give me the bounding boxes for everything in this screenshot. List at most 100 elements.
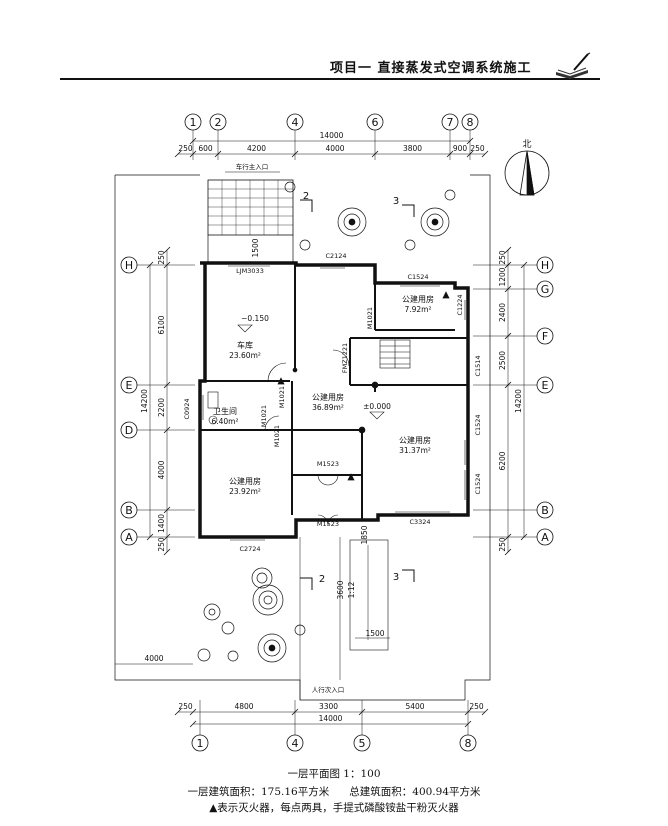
- dim-top-seg-text: 250: [178, 144, 193, 153]
- dim-top-seg-tick: [214, 150, 222, 158]
- room-name: 公建用房: [402, 294, 434, 304]
- axis-top-2: 2: [209, 113, 227, 131]
- axis-bottom-4-label: 4: [292, 737, 299, 750]
- opening-tag: LJM3033: [236, 267, 264, 275]
- dim-top-total-text: 14000: [320, 131, 344, 140]
- axis-bottom-1: 1: [191, 734, 209, 752]
- dim-top-seg-tick: [291, 150, 299, 158]
- dim-misc: 1500: [365, 629, 384, 638]
- book-pen-icon: [556, 52, 591, 79]
- first-floor-area: 一层建筑面积：175.16平方米: [187, 786, 330, 798]
- axis-right-H-label: H: [541, 259, 549, 272]
- axis-right-B: B: [536, 501, 554, 519]
- axis-right-B-label: B: [541, 504, 549, 517]
- dim-bottom-seg-text: 250: [469, 702, 484, 711]
- dim-top-total-tick: [466, 137, 474, 145]
- dim-left-total-text: 14200: [140, 389, 149, 413]
- dim-left-seg-tick: [163, 426, 171, 434]
- opening-tag: M1523: [317, 520, 339, 528]
- dim-left-seg-text: 250: [157, 250, 166, 265]
- section-mark-top-2: 2: [303, 191, 309, 202]
- axis-top-8-label: 8: [467, 116, 474, 129]
- room-area: 23.60m²: [229, 351, 261, 360]
- dim-right-total-tick: [520, 261, 528, 269]
- dim-top-seg-tick: [466, 150, 474, 158]
- dim-top-seg-text: 4200: [247, 144, 266, 153]
- dim-right-seg-text: 6200: [498, 451, 507, 470]
- axis-right-F-label: F: [542, 330, 548, 343]
- dim-bottom-seg-text: 3300: [319, 702, 338, 711]
- dim-bottom-seg-tick: [464, 708, 472, 716]
- dim-right-seg-tick: [504, 261, 512, 269]
- room-area: 23.92m²: [229, 487, 261, 496]
- axis-left-H-label: H: [125, 259, 133, 272]
- dim-bottom-total-tick: [189, 720, 197, 728]
- section-mark-bottom-3: 3: [393, 572, 399, 583]
- dim-bottom-seg-tick: [481, 708, 489, 716]
- opening-tag: C3324: [409, 518, 430, 526]
- axis-left-H: H: [120, 256, 138, 274]
- opening-tag: M1021: [273, 425, 281, 447]
- axis-right-H: H: [536, 256, 554, 274]
- axis-bottom-4: 4: [286, 734, 304, 752]
- axis-top-7: 7: [441, 113, 459, 131]
- dim-right-seg-tick: [504, 332, 512, 340]
- dim-top-seg-text: 900: [453, 144, 468, 153]
- axis-right-G: G: [536, 280, 554, 298]
- axis-right-G-label: G: [541, 283, 550, 296]
- plan-title: 一层平面图: [287, 768, 340, 780]
- dim-top-seg-text: 600: [198, 144, 213, 153]
- opening-tag: C1524: [474, 414, 482, 435]
- dim-top-total-tick: [189, 137, 197, 145]
- axis-left-E: E: [120, 376, 138, 394]
- dim-bottom-seg-tick: [358, 708, 366, 716]
- axis-bottom-1-label: 1: [197, 737, 204, 750]
- opening-tag: C2724: [239, 545, 260, 553]
- axis-right-E: E: [536, 376, 554, 394]
- dim-left-seg-text: 6100: [157, 315, 166, 334]
- dim-left-seg-tick: [163, 506, 171, 514]
- axis-left-A: A: [120, 528, 138, 546]
- axis-left-B-label: B: [125, 504, 133, 517]
- dim-bottom-seg-tick: [291, 708, 299, 716]
- room-name: 卫生间: [213, 406, 237, 416]
- dim-right-seg-text: 2400: [498, 303, 507, 322]
- opening-tag: C1524: [474, 473, 482, 494]
- axis-left-E-label: E: [126, 379, 133, 392]
- room-area: 36.89m²: [312, 403, 344, 412]
- dim-right-total-text: 14200: [514, 389, 523, 413]
- area-line: 一层建筑面积：175.16平方米 总建筑面积：400.94平方米: [0, 784, 668, 799]
- axis-right-E-label: E: [542, 379, 549, 392]
- axis-left-D-label: D: [125, 424, 133, 437]
- axis-top-1-label: 1: [190, 116, 197, 129]
- dim-top-seg-tick: [371, 150, 379, 158]
- axis-top-2-label: 2: [215, 116, 222, 129]
- axis-bottom-8: 8: [459, 734, 477, 752]
- opening-tag: C1514: [474, 355, 482, 376]
- dim-bottom-total-text: 14000: [319, 714, 343, 723]
- dim-bottom-seg-text: 4800: [234, 702, 253, 711]
- axis-right-F: F: [536, 327, 554, 345]
- dim-bottom-seg-tick: [189, 708, 197, 716]
- dim-bottom-seg-tick: [174, 708, 182, 716]
- dim-left-seg-text: 250: [157, 537, 166, 552]
- axis-top-6-label: 6: [372, 116, 379, 129]
- opening-tag: M1523: [317, 460, 339, 468]
- opening-tag: M1021: [260, 405, 268, 427]
- dim-top-seg-text: 250: [470, 144, 485, 153]
- axis-top-4-label: 4: [292, 116, 299, 129]
- header-title: 项目一 直接蒸发式空调系统施工: [330, 61, 532, 76]
- dim-left-total-tick: [146, 533, 154, 541]
- dim-left-seg-text: 2200: [157, 398, 166, 417]
- north-label: 北: [522, 139, 531, 150]
- axis-left-B: B: [120, 501, 138, 519]
- room-area: 7.92m²: [404, 305, 431, 314]
- dim-misc: 1500: [251, 238, 260, 257]
- section-mark-top-3: 3: [393, 196, 399, 207]
- dim-right-seg-tick: [504, 381, 512, 389]
- axis-top-6: 6: [366, 113, 384, 131]
- dim-bottom-seg-text: 5400: [405, 702, 424, 711]
